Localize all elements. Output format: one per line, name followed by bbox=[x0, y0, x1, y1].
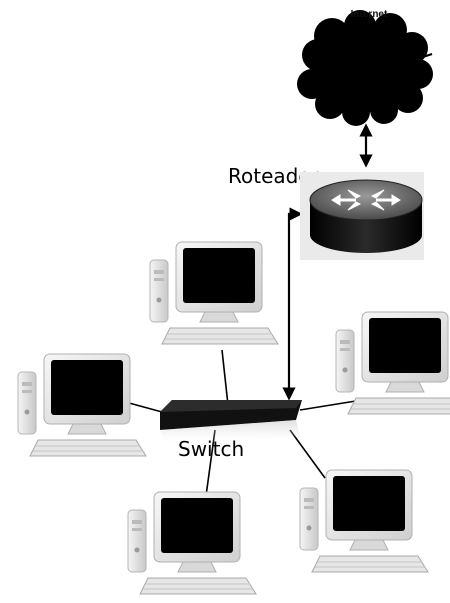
computer-icon bbox=[299, 469, 429, 573]
switch-icon bbox=[160, 400, 302, 446]
pc-left bbox=[17, 353, 147, 457]
router: Roteador bbox=[228, 164, 424, 260]
computer-icon bbox=[17, 353, 147, 457]
pc-top bbox=[149, 241, 279, 345]
computer-icon bbox=[149, 241, 279, 345]
pc-right bbox=[335, 311, 450, 415]
switch-label: Switch bbox=[178, 437, 244, 461]
link-switch-pc-bottom-right bbox=[289, 429, 326, 479]
computer-icon bbox=[335, 311, 450, 415]
pc-bottom-left bbox=[127, 491, 257, 595]
router-icon bbox=[300, 172, 424, 260]
internet-label: Internet bbox=[351, 9, 388, 20]
link-switch-pc-right bbox=[299, 399, 363, 411]
computer-icon bbox=[127, 491, 257, 595]
link-switch-pc-top bbox=[221, 349, 229, 406]
link-router-switch bbox=[282, 207, 303, 401]
internet-cloud: Internet bbox=[297, 9, 433, 126]
switch: Switch bbox=[160, 400, 302, 461]
cloud-icon bbox=[297, 10, 433, 126]
pc-bottom-right bbox=[299, 469, 429, 573]
